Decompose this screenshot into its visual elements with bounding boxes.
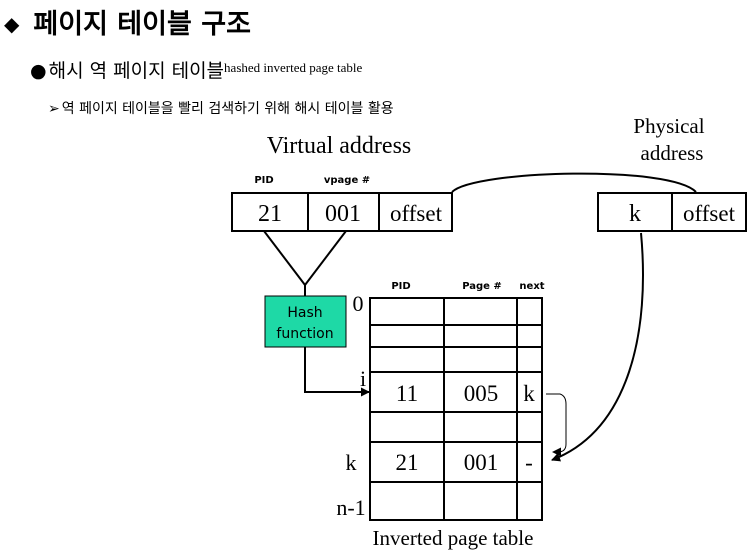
row-i-pid: 11 (396, 381, 418, 406)
physical-address-title-line2: address (641, 141, 704, 165)
row-label-i: i (360, 366, 366, 391)
hash-input-connector (263, 230, 347, 296)
section-heading-text: 해시 역 페이지 테이블 (48, 60, 225, 82)
section-heading-english: hashed inverted page table (224, 60, 363, 75)
frame-to-row-arrow (551, 232, 644, 462)
vaddr-pid-header: PID (254, 175, 273, 186)
paddr-offset-value: offset (683, 201, 736, 226)
vaddr-offset-value: offset (390, 201, 443, 226)
row-label-k: k (346, 450, 357, 475)
section-subpoint: ➢역 페이지 테이블을 빨리 검색하기 위해 해시 테이블 활용 (48, 98, 394, 118)
vaddr-pid-value: 21 (258, 201, 282, 227)
arrow-bullet-icon: ➢ (48, 101, 60, 117)
diamond-bullet-icon: ◆ (4, 12, 20, 36)
row-label-last: n-1 (336, 495, 365, 520)
physical-address-title-line1: Physical (633, 114, 704, 138)
vaddr-vpage-value: 001 (325, 201, 361, 227)
physical-address-box (597, 192, 747, 232)
hash-function-label-line1: Hash (287, 305, 322, 321)
vaddr-vpage-header: vpage # (324, 175, 370, 186)
row-k-page: 001 (464, 450, 499, 475)
offset-link-arc (451, 172, 697, 193)
hash-to-row-arrow (304, 347, 370, 397)
table-header-next: next (519, 281, 544, 292)
page-title: ◆ 페이지 테이블 구조 (4, 2, 251, 41)
table-header-page: Page # (462, 281, 502, 292)
row-i-page: 005 (464, 381, 499, 406)
section-subpoint-text: 역 페이지 테이블을 빨리 검색하기 위해 해시 테이블 활용 (61, 101, 394, 117)
virtual-address-title: Virtual address (267, 133, 412, 159)
row-k-next: - (525, 450, 533, 475)
table-header-pid: PID (391, 281, 410, 292)
row-i-next: k (523, 381, 535, 406)
chain-next-arrow (546, 393, 567, 457)
page-title-text: 페이지 테이블 구조 (33, 9, 251, 40)
table-caption: Inverted page table (373, 526, 534, 550)
virtual-address-box (231, 192, 453, 232)
row-k-pid: 21 (396, 450, 419, 475)
section-heading: ●해시 역 페이지 테이블hashed inverted page table (30, 56, 362, 83)
hash-function-box (264, 295, 347, 348)
inverted-page-table (369, 297, 543, 521)
circle-bullet-icon: ● (30, 60, 47, 82)
paddr-frame-value: k (629, 201, 641, 227)
row-label-0: 0 (353, 291, 364, 316)
hash-function-label-line2: function (276, 326, 333, 342)
